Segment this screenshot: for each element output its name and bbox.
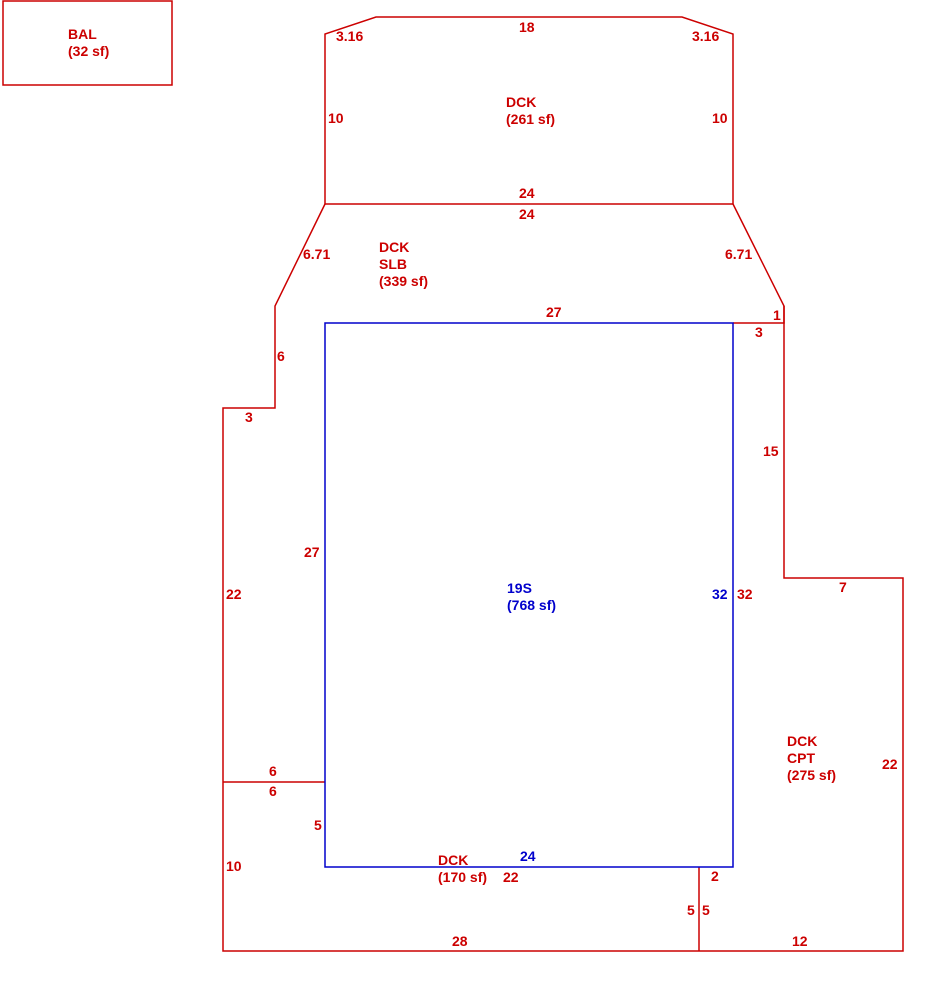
dim-divider-5-left: 5 [687, 902, 695, 918]
bottom-deck-area-label: (170 sf) [438, 869, 487, 885]
carpet-deck-code-label: DCK [787, 733, 817, 749]
dim-top-deck-bottom: 24 [519, 185, 535, 201]
carpet-deck-area-label: (275 sf) [787, 767, 836, 783]
dim-carpet-right: 22 [882, 756, 898, 772]
dim-main-top: 27 [546, 304, 562, 320]
slab-deck-code-label: DCK [379, 239, 409, 255]
dim-divider-2: 2 [711, 868, 719, 884]
dim-left-outer-10: 10 [226, 858, 242, 874]
carpet-deck-outline [699, 306, 904, 952]
dim-main-left-lower-5: 5 [314, 817, 322, 833]
dim-divider-5-right: 5 [702, 902, 710, 918]
dim-top-deck-right: 10 [712, 110, 728, 126]
carpet-deck-material-label: CPT [787, 750, 815, 766]
top-deck-outline [324, 16, 734, 204]
dim-slab-diag-right: 6.71 [725, 246, 752, 262]
dim-top-deck-chamfer-left: 3.16 [336, 28, 363, 44]
dim-top-deck-top: 18 [519, 19, 535, 35]
top-deck-area-label: (261 sf) [506, 111, 555, 127]
dim-right-vertical-15: 15 [763, 443, 779, 459]
main-area-size-label: (768 sf) [507, 597, 556, 613]
dim-main-left: 27 [304, 544, 320, 560]
balcony-outline [2, 0, 173, 86]
dim-left-outer-22: 22 [226, 586, 242, 602]
dim-main-bottom: 24 [520, 848, 536, 864]
dim-carpet-top: 7 [839, 579, 847, 595]
bal-code-label: BAL [68, 26, 97, 42]
dim-main-right-inner: 32 [712, 586, 728, 602]
dim-bottom-12: 12 [792, 933, 808, 949]
slab-deck-right-outline [732, 203, 785, 324]
dim-slab-right-step: 1 [773, 307, 781, 323]
dim-deck-bottom-top-22: 22 [503, 869, 519, 885]
slab-deck-left-outline [222, 203, 699, 952]
dim-left-step-6-lower: 6 [269, 783, 277, 799]
dim-left-vertical-6: 6 [277, 348, 285, 364]
slab-deck-area-label: (339 sf) [379, 273, 428, 289]
dim-top-deck-chamfer-right: 3.16 [692, 28, 719, 44]
dim-top-deck-left: 10 [328, 110, 344, 126]
dim-right-notch: 3 [755, 324, 763, 340]
main-living-outline [324, 322, 734, 868]
dim-left-step-3: 3 [245, 409, 253, 425]
dim-main-right-outer: 32 [737, 586, 753, 602]
dim-bottom-28: 28 [452, 933, 468, 949]
dim-left-step-6-upper: 6 [269, 763, 277, 779]
bal-area-label: (32 sf) [68, 43, 109, 59]
bottom-deck-code-label: DCK [438, 852, 468, 868]
main-area-code-label: 19S [507, 580, 532, 596]
slab-deck-material-label: SLB [379, 256, 407, 272]
dim-slab-top: 24 [519, 206, 535, 222]
top-deck-code-label: DCK [506, 94, 536, 110]
dim-slab-diag-left: 6.71 [303, 246, 330, 262]
